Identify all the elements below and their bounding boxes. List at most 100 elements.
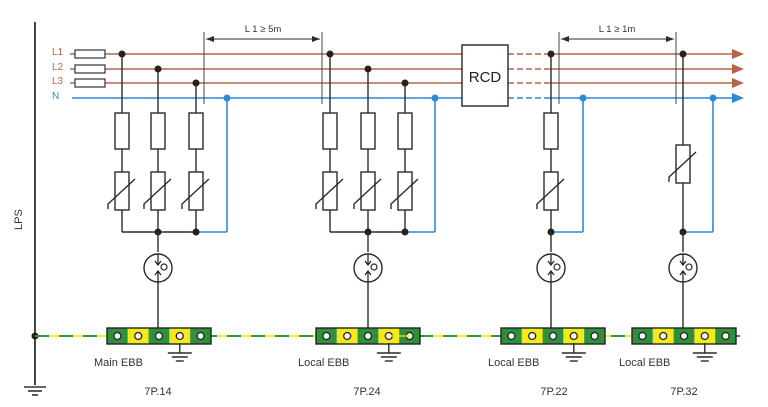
main-fuses [74, 49, 106, 88]
ebb-busbar [106, 327, 212, 345]
ebb-terminal [721, 331, 730, 341]
distance-marker-1: L 1 ≥ 5m [203, 24, 323, 104]
varistor-icon-slash [390, 178, 419, 209]
ebb-busbar [631, 327, 737, 345]
ebb-terminal [528, 331, 537, 341]
earth-icon [376, 343, 401, 362]
ebb-terminal [590, 331, 599, 341]
ebb-terminal [154, 331, 164, 341]
busbar-junction [154, 65, 162, 73]
lps-label: LPS [13, 209, 25, 230]
varistor-icon-slash [181, 178, 210, 209]
gap-arrow-down [364, 254, 372, 267]
ebb-terminal [113, 331, 122, 341]
gap-arrow-up [154, 269, 162, 282]
varistor-icon-slash [107, 178, 136, 209]
ebb-terminal [548, 331, 558, 341]
devices [106, 50, 737, 362]
fuse-icon [188, 112, 204, 150]
busbar-junction [192, 79, 200, 87]
gap-arrow-down [154, 254, 162, 267]
ebb-label-1: Main EBB [94, 357, 143, 369]
gap-arrow-up [364, 269, 372, 282]
earth-icon [561, 343, 586, 362]
fuse-icon [397, 112, 413, 150]
device-code-3: 7P.22 [540, 386, 567, 398]
fuse-icon [543, 112, 559, 150]
busbar-junction [326, 50, 334, 58]
bus-junction [192, 228, 200, 236]
ebb-frame [315, 327, 421, 345]
earth-icon [692, 343, 717, 362]
gap-arrow-up [679, 269, 687, 282]
device-codes: 7P.14 7P.24 7P.22 7P.32 [144, 386, 697, 398]
fuse-icon [150, 112, 166, 150]
varistor-icon-slash [315, 178, 344, 209]
neutral-junction [223, 94, 231, 102]
busbar-junction [679, 50, 687, 58]
label-l1: L1 [52, 47, 64, 58]
varistor-icon-slash [143, 178, 172, 209]
ebb-frame [631, 327, 737, 345]
ebb-terminal [638, 331, 647, 341]
varistor-icon-slash [536, 178, 565, 209]
neutral-junction [579, 94, 587, 102]
earth-icon [167, 343, 192, 362]
spd-group-7P-22 [500, 50, 606, 362]
ebb-labels: Main EBB Local EBB Local EBB Local EBB [94, 357, 670, 369]
ebb-terminal [569, 331, 578, 341]
device-code-1: 7P.14 [144, 386, 171, 398]
gap-electrode [553, 263, 561, 271]
bus-junction [401, 228, 409, 236]
distance-label-2: L 1 ≥ 1m [599, 24, 636, 35]
conductor-labels: L1 L2 L3 N [52, 47, 64, 102]
neutral-junction [431, 94, 439, 102]
ebb-label-4: Local EBB [619, 357, 670, 369]
ebb-terminal [175, 331, 184, 341]
lps-conductor: LPS [13, 22, 46, 396]
ebb-terminal [134, 331, 143, 341]
ebb-terminal [363, 331, 373, 341]
busbar-junction [401, 79, 409, 87]
device-code-2: 7P.24 [353, 386, 380, 398]
ebb-frame [106, 327, 212, 345]
label-l2: L2 [52, 62, 64, 73]
label-n: N [52, 91, 59, 102]
rcd-label: RCD [469, 69, 502, 86]
rcd-device: RCD [461, 44, 509, 107]
gap-electrode [685, 263, 693, 271]
ebb-terminal [322, 331, 331, 341]
label-l3: L3 [52, 76, 64, 87]
busbar-junction [118, 50, 126, 58]
gap-arrow-up [547, 269, 555, 282]
ebb-busbar [500, 327, 606, 345]
ebb-terminal [700, 331, 709, 341]
ebb-terminal [679, 331, 689, 341]
main-fuse-l1 [74, 49, 106, 59]
busbar-junction [547, 50, 555, 58]
spd-group-7P-24 [315, 50, 439, 362]
ebb-label-2: Local EBB [298, 357, 349, 369]
ebb-frame [500, 327, 606, 345]
ebb-label-3: Local EBB [488, 357, 539, 369]
fuse-icon [114, 112, 130, 150]
ebb-terminal [507, 331, 516, 341]
varistor-icon-slash [353, 178, 382, 209]
main-fuse-l2 [74, 64, 106, 74]
ebb-terminal [343, 331, 352, 341]
gap-arrow-down [547, 254, 555, 267]
spd-group-7P-32 [631, 50, 737, 362]
gap-electrode [160, 263, 168, 271]
distance-label-1: L 1 ≥ 5m [245, 24, 282, 35]
distance-marker-2: L 1 ≥ 1m [558, 24, 677, 104]
device-code-4: 7P.32 [670, 386, 697, 398]
spd-group-7P-14 [106, 50, 231, 362]
ebb-terminal [659, 331, 668, 341]
gap-electrode [370, 263, 378, 271]
fuse-icon [322, 112, 338, 150]
busbars [70, 49, 744, 103]
lps-earth-icon [24, 386, 46, 396]
varistor-icon-slash [668, 151, 697, 182]
neutral-junction [709, 94, 717, 102]
